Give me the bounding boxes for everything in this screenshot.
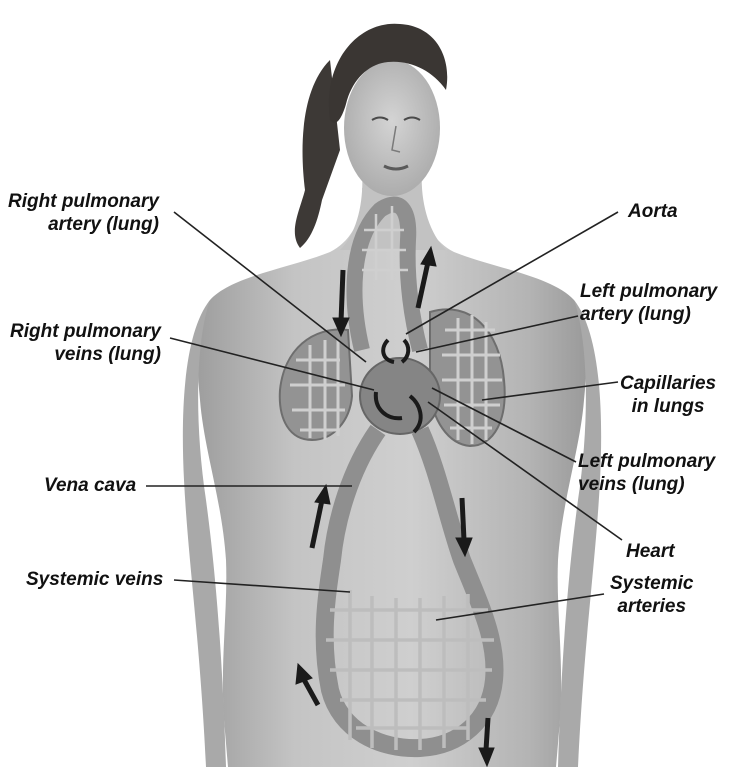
arrow-down-lower-right [486, 718, 488, 750]
label-left-pulmonary-veins-line2: veins (lung) [578, 473, 715, 496]
label-right-pulmonary-artery-line1: Right pulmonary [8, 190, 159, 213]
label-heart: Heart [626, 540, 675, 563]
label-right-pulmonary-veins-line2: veins (lung) [10, 343, 161, 366]
heart-shape [360, 358, 440, 434]
arrow-down-right [462, 498, 464, 540]
label-systemic-veins: Systemic veins [26, 568, 163, 591]
label-left-pulmonary-artery-line1: Left pulmonary [580, 280, 717, 303]
label-systemic-arteries-line2: arteries [610, 595, 693, 618]
label-capillaries-line2: in lungs [620, 395, 716, 418]
label-vena-cava: Vena cava [44, 474, 136, 497]
label-left-pulmonary-artery-line2: artery (lung) [580, 303, 717, 326]
label-right-pulmonary-artery-line2: artery (lung) [8, 213, 159, 236]
label-right-pulmonary-artery: Right pulmonary artery (lung) [8, 190, 159, 236]
arrow-down-upper-left [341, 270, 343, 322]
label-left-pulmonary-veins-line1: Left pulmonary [578, 450, 715, 473]
label-right-pulmonary-veins: Right pulmonary veins (lung) [10, 320, 161, 366]
label-capillaries-line1: Capillaries [620, 372, 716, 395]
label-left-pulmonary-veins: Left pulmonary veins (lung) [578, 450, 715, 496]
face [344, 60, 440, 196]
label-capillaries: Capillaries in lungs [620, 372, 716, 418]
label-aorta: Aorta [628, 200, 678, 223]
label-left-pulmonary-artery: Left pulmonary artery (lung) [580, 280, 717, 326]
label-systemic-arteries-line1: Systemic [610, 572, 693, 595]
label-right-pulmonary-veins-line1: Right pulmonary [10, 320, 161, 343]
label-systemic-arteries: Systemic arteries [610, 572, 693, 618]
